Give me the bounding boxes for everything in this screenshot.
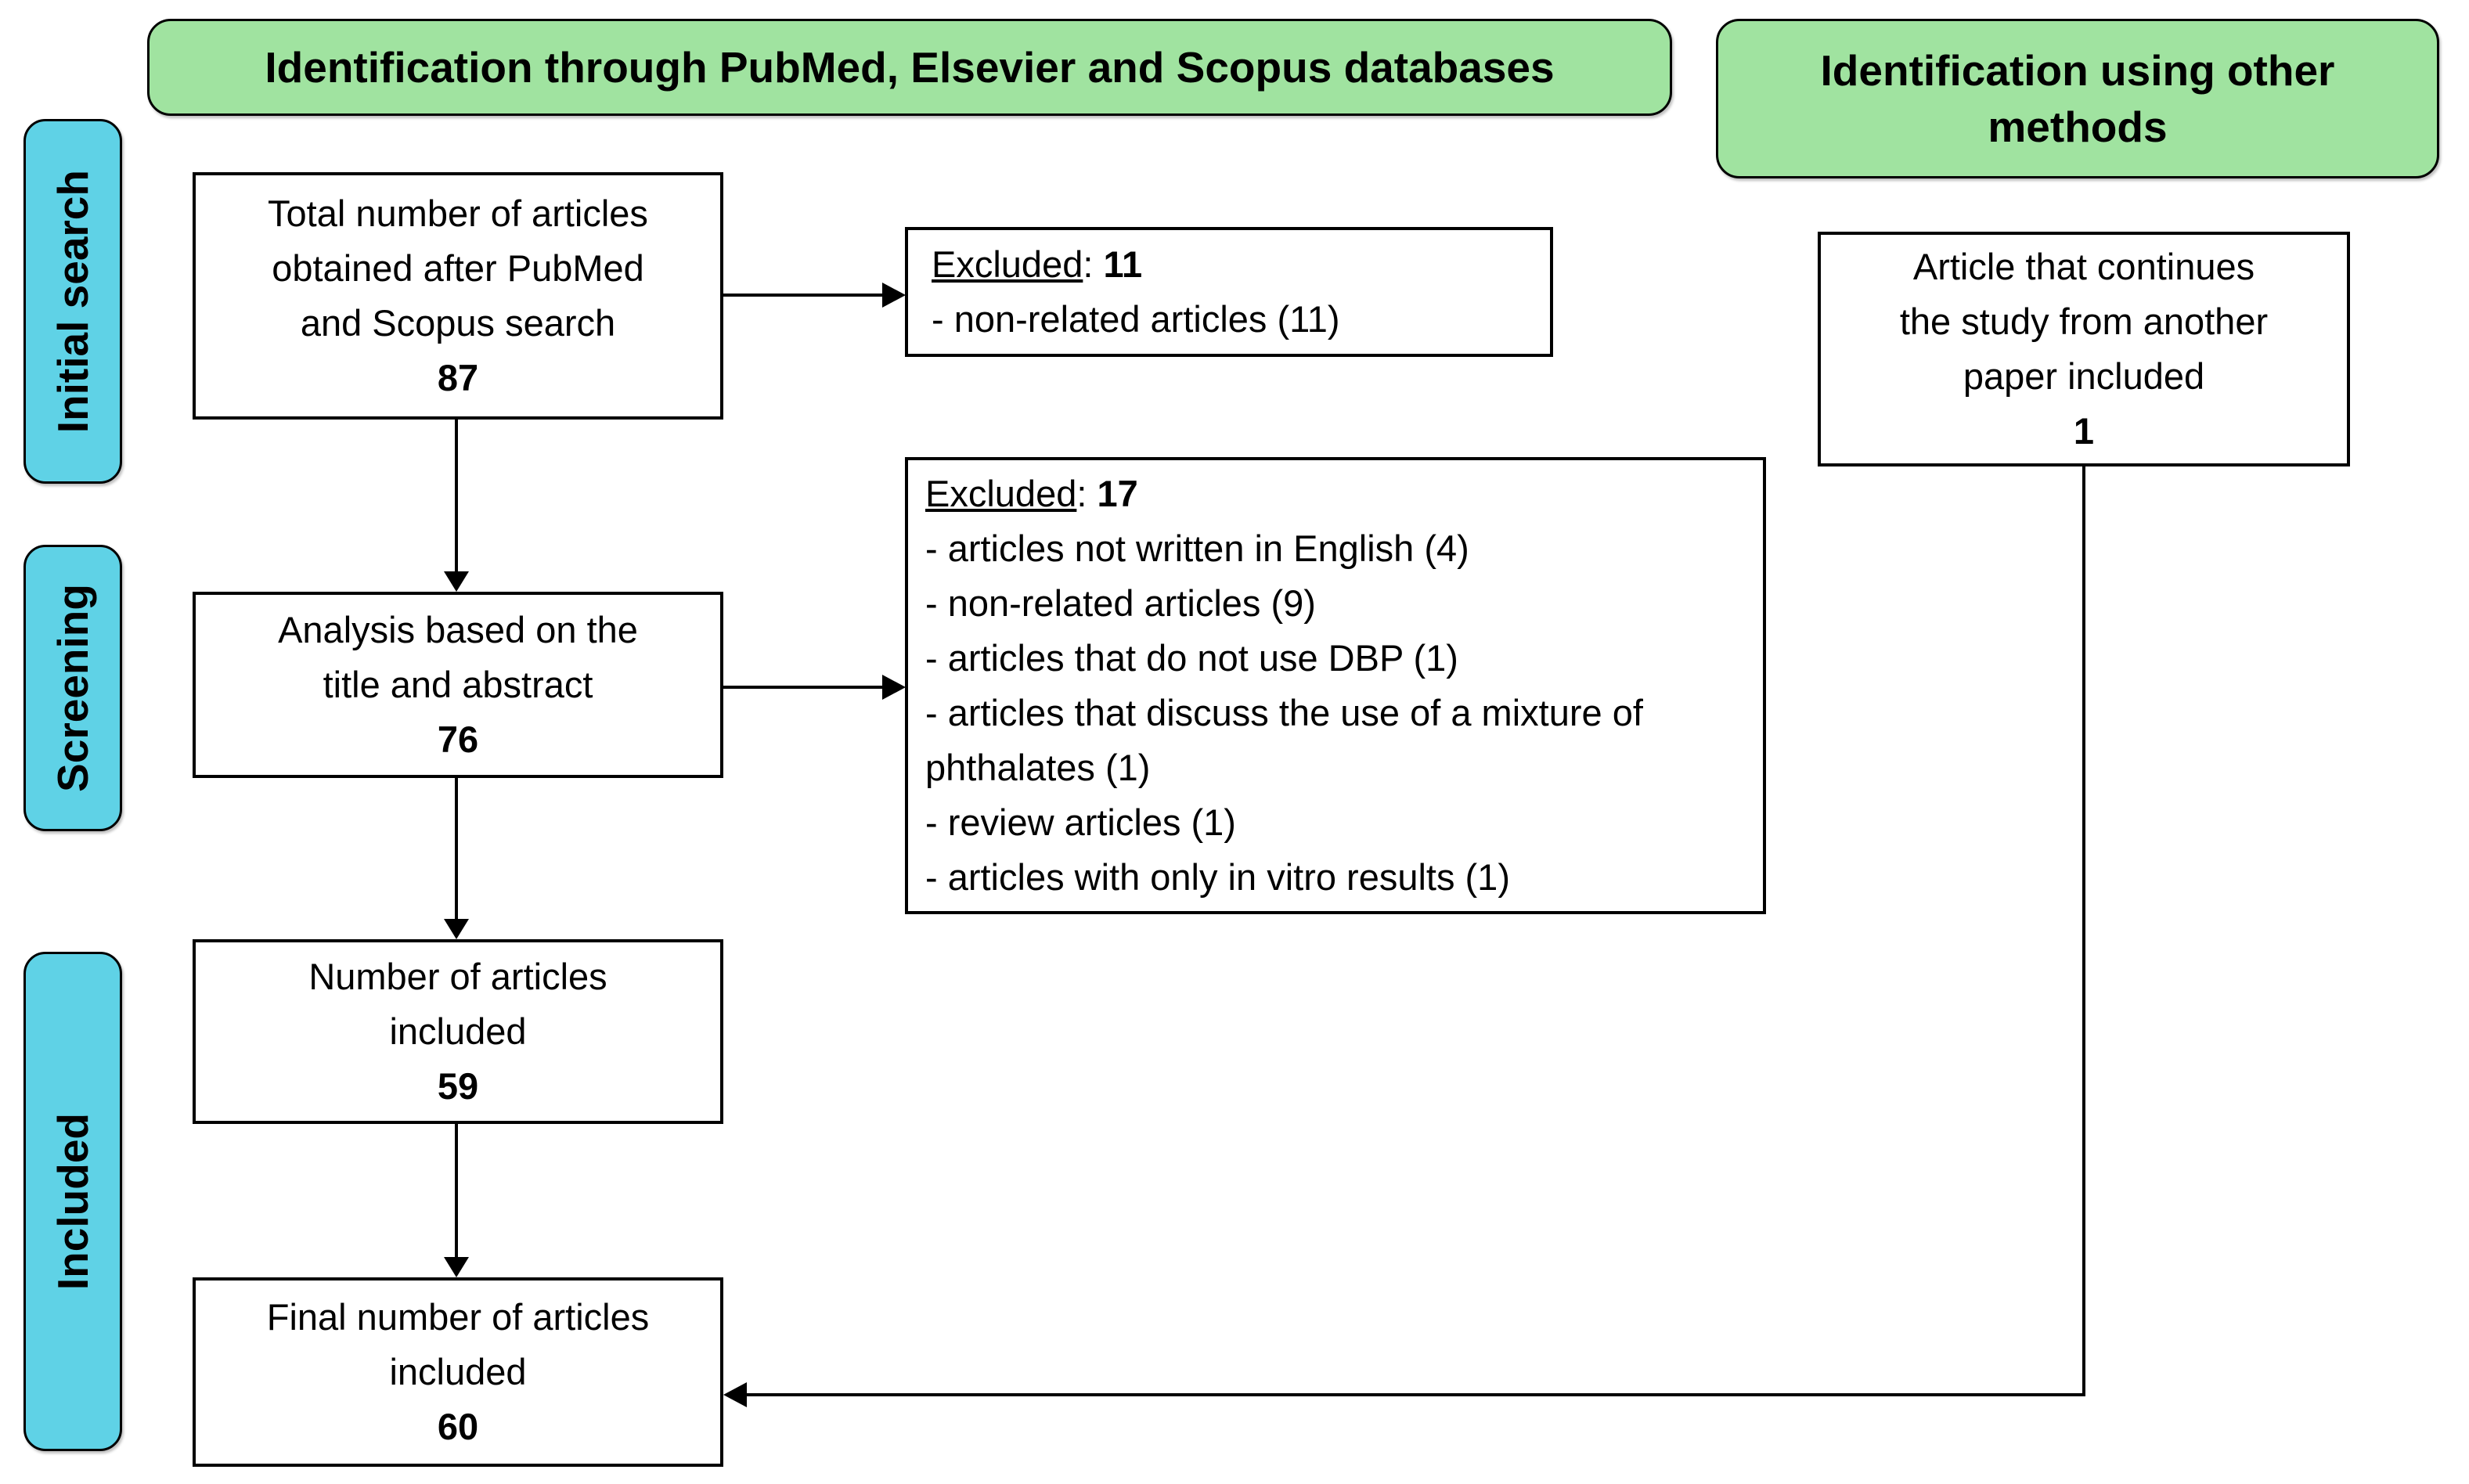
box-excluded-11: Excluded: 11 - non-related articles (11) [905, 227, 1553, 357]
box-other-methods-count: 1 [2073, 410, 2095, 452]
stage-label-initial-search-text: Initial search [49, 169, 97, 434]
stage-label-screening: Screening [23, 545, 122, 831]
arrowhead-box2-to-box3 [444, 919, 469, 939]
excluded-11-header: Excluded: 11 [932, 237, 1534, 292]
arrow-line-box1-to-excluded11 [722, 294, 885, 297]
excluded-17-count: 17 [1097, 473, 1138, 514]
box-final-articles-count: 60 [437, 1406, 479, 1447]
banner-databases: Identification through PubMed, Elsevier … [147, 19, 1672, 116]
excluded-17-item4: - articles that discuss the use of a mix… [925, 692, 1643, 788]
box-total-articles: Total number of articles obtained after … [193, 172, 723, 420]
arrow-line-box3-to-box4 [455, 1124, 458, 1259]
excluded-11-label: Excluded [932, 243, 1083, 285]
box-title-abstract-line2: title and abstract [323, 664, 593, 705]
excluded-11-item1: - non-related articles (11) [932, 298, 1340, 340]
excluded-17-item3: - articles that do not use DBP (1) [925, 637, 1458, 679]
banner-databases-label: Identification through PubMed, Elsevier … [265, 43, 1555, 92]
stage-label-screening-text: Screening [49, 584, 97, 792]
box-total-articles-line1: Total number of articles [268, 193, 648, 234]
excluded-17-item5: - review articles (1) [925, 801, 1236, 843]
excluded-17-item6: - articles with only in vitro results (1… [925, 856, 1510, 898]
box-final-articles-line2: included [389, 1351, 527, 1392]
arrow-line-box1-to-box2 [455, 420, 458, 573]
arrow-line-box2-to-excluded17 [722, 686, 885, 689]
box-articles-included-line1: Number of articles [308, 956, 607, 997]
box-articles-included: Number of articles included 59 [193, 939, 723, 1124]
box-final-articles: Final number of articles included 60 [193, 1277, 723, 1467]
arrowhead-box3-to-box4 [444, 1257, 469, 1277]
box-title-abstract-count: 76 [437, 719, 479, 760]
box-title-abstract-analysis: Analysis based on the title and abstract… [193, 592, 723, 778]
box-articles-included-count: 59 [437, 1065, 479, 1107]
banner-other-methods-label: Identification using other methods [1820, 46, 2335, 151]
arrow-line-sidebox-vertical [2082, 466, 2085, 1396]
box-other-methods-line3: paper included [1963, 355, 2205, 397]
arrowhead-box2-to-excluded17 [882, 675, 906, 700]
box-final-articles-line1: Final number of articles [266, 1296, 650, 1338]
arrow-line-box2-to-box3 [455, 778, 458, 920]
arrowhead-box1-to-excluded11 [882, 283, 906, 308]
stage-label-initial-search: Initial search [23, 119, 122, 484]
box-articles-included-line2: included [389, 1010, 527, 1052]
box-total-articles-line3: and Scopus search [300, 302, 616, 344]
excluded-17-colon: : [1076, 473, 1087, 514]
box-total-articles-line2: obtained after PubMed [272, 247, 644, 289]
stage-label-included-text: Included [49, 1112, 97, 1291]
box-other-methods-line1: Article that continues [1912, 246, 2255, 287]
arrowhead-sidebox-to-box4 [723, 1382, 747, 1407]
box-title-abstract-line1: Analysis based on the [278, 609, 638, 650]
excluded-11-count: 11 [1103, 243, 1143, 285]
arrow-line-sidebox-horizontal [745, 1393, 2085, 1396]
excluded-17-item2: - non-related articles (9) [925, 582, 1316, 624]
excluded-17-item1: - articles not written in English (4) [925, 528, 1469, 569]
box-other-methods-line2: the study from another [1899, 301, 2269, 342]
banner-other-methods: Identification using other methods [1716, 19, 2439, 178]
box-total-articles-count: 87 [437, 357, 479, 398]
excluded-17-header: Excluded: 17 [925, 466, 1749, 521]
box-other-methods-article: Article that continues the study from an… [1818, 232, 2350, 466]
excluded-17-label: Excluded [925, 473, 1077, 514]
arrowhead-box1-to-box2 [444, 571, 469, 592]
box-excluded-17: Excluded: 17 - articles not written in E… [905, 457, 1766, 914]
excluded-11-colon: : [1083, 243, 1094, 285]
stage-label-included: Included [23, 952, 122, 1451]
